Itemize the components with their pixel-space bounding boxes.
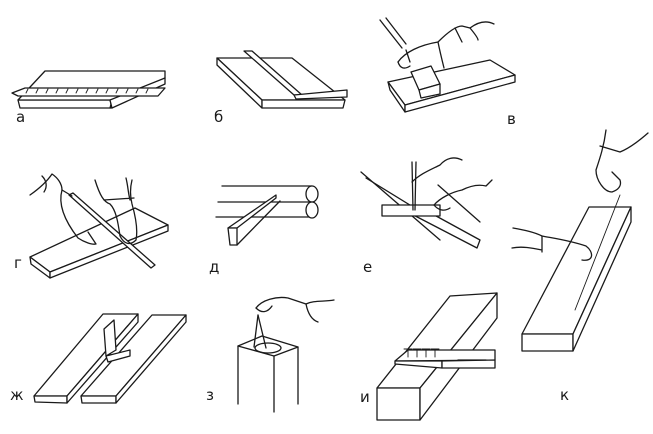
hands-illustration — [411, 157, 493, 211]
ruler-illustration — [11, 87, 166, 97]
panel-label-v: в — [507, 110, 516, 128]
square-tool-illustration — [103, 319, 131, 363]
board-illustration — [29, 207, 169, 279]
marking-gauge-illustration — [394, 348, 496, 369]
panel-label-i: и — [360, 388, 370, 406]
cross-board-illustration — [381, 204, 441, 217]
chalk-line-illustration — [574, 194, 621, 311]
panel-g: г — [14, 173, 169, 279]
panel-z: з — [206, 296, 335, 413]
panel-e: е — [360, 157, 493, 276]
panel-v: в — [379, 17, 516, 128]
panel-zh: ж — [10, 313, 187, 404]
left-hand-illustration — [29, 173, 97, 245]
right-hand-illustration — [94, 177, 138, 245]
lower-hand-illustration — [511, 227, 593, 261]
panel-label-d: д — [209, 258, 219, 276]
panel-a: а — [11, 70, 166, 126]
batten-illustration — [243, 50, 348, 100]
right-board-illustration — [80, 314, 187, 404]
pencil-illustration — [411, 161, 417, 211]
hand-illustration — [379, 17, 495, 69]
panel-label-e: е — [363, 258, 372, 276]
panel-label-zh: ж — [10, 386, 24, 404]
panel-label-b: б — [214, 108, 223, 126]
panel-k: к — [511, 129, 649, 404]
bar-illustration — [227, 194, 281, 246]
panel-label-g: г — [14, 254, 22, 272]
straightedge-illustration — [68, 192, 156, 269]
upper-hand-illustration — [595, 129, 649, 193]
panel-i: и — [360, 292, 498, 421]
square-tool-illustration — [410, 65, 441, 99]
hand-illustration — [255, 296, 335, 323]
post-illustration — [237, 335, 299, 413]
panel-b: б — [214, 50, 348, 126]
beam-illustration — [521, 206, 632, 352]
panel-label-k: к — [560, 386, 569, 404]
compass-illustration — [253, 314, 267, 349]
panel-label-z: з — [206, 386, 214, 404]
panel-label-a: а — [16, 108, 25, 126]
panel-d: д — [209, 185, 319, 276]
gauge-pins — [403, 348, 440, 358]
